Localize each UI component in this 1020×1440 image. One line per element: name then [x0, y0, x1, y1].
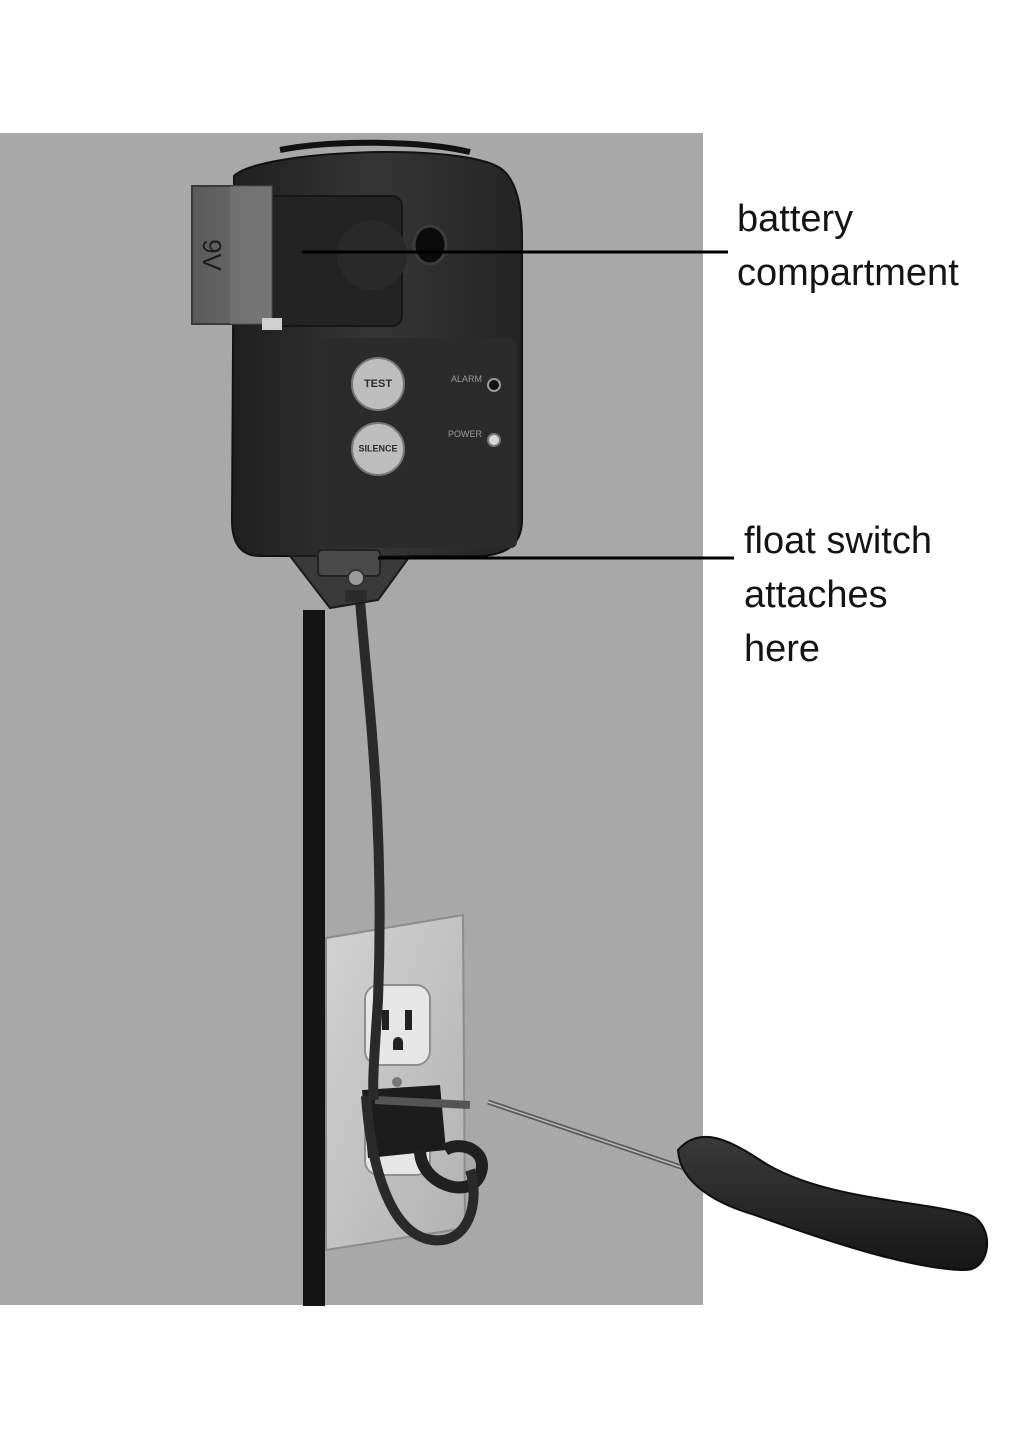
battery-compartment-label: battery compartment: [737, 198, 959, 294]
test-button[interactable]: TEST: [351, 357, 405, 411]
plug: [362, 1085, 488, 1194]
alarm-unit: [230, 139, 523, 557]
float-switch-connector: [287, 549, 412, 610]
float-switch-label: float switch attaches here: [744, 520, 932, 670]
float-switch-cord: [355, 599, 385, 1101]
alarm-led: ALARM: [451, 374, 501, 392]
wall-outlet: [325, 913, 467, 1252]
screwdriver: [487, 1099, 988, 1272]
power-led-label: POWER: [448, 429, 483, 439]
power-cord: [303, 610, 325, 1306]
9v-battery: 9V: [191, 185, 282, 330]
power-led: POWER: [448, 429, 501, 447]
svg-text:SILENCE: SILENCE: [358, 443, 397, 453]
silence-button[interactable]: SILENCE: [351, 422, 405, 476]
battery-voltage-label: 9V: [197, 239, 227, 271]
svg-text:TEST: TEST: [364, 378, 392, 390]
alarm-led-label: ALARM: [451, 374, 482, 384]
